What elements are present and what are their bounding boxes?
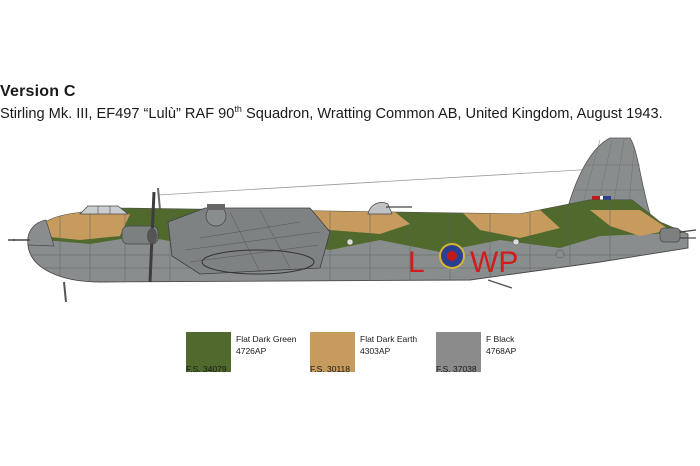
propeller-hub [147,228,157,244]
description-text-part1: Stirling Mk. III, EF497 “Lulù” RAF 90 [0,106,235,122]
fs-code-2: F.S. 37038 [436,364,477,374]
description-superscript: th [234,104,242,114]
code-letter-left: L [408,246,425,279]
cockpit-canopy [79,205,130,215]
swatch-2: F Black 4768AP [436,332,591,377]
camo-earth-patch-2 [300,208,410,234]
camo-earth-patch-3 [460,210,560,238]
aircraft-description: Stirling Mk. III, EF497 “Lulù” RAF 90th … [0,104,663,122]
antenna-wire [157,167,614,196]
rear-strut [487,279,513,289]
version-title: Version C [0,83,76,100]
color-chip-1 [310,332,355,372]
main-wheel [201,249,315,275]
tail-fin [565,137,651,215]
mid-upper-turret [367,202,393,215]
fs-code-1: F.S. 30118 [310,364,351,374]
fuselage-roundel-red [447,251,457,261]
antenna-mast [157,187,161,211]
color-name-2: F Black [486,334,515,344]
inner-nacelle [167,207,331,275]
swatch-0: Flat Dark Green 4726AP [186,332,341,377]
tail-turret [659,227,681,243]
code-letters-right: WP [470,246,518,279]
color-code-2: 4768AP [486,346,517,356]
color-name-1: Flat Dark Earth [360,334,418,344]
color-chip-0 [186,332,231,372]
front-strut [63,281,67,303]
color-name-0: Flat Dark Green [236,334,297,344]
swatch-1: Flat Dark Earth 4303AP [310,332,465,377]
color-code-1: 4303AP [360,346,391,356]
color-chip-2 [436,332,481,372]
fs-code-0: F.S. 34079 [186,364,227,374]
description-text-part2: Squadron, Wratting Common AB, United Kin… [241,106,663,122]
stirling-bomber-profile: L WP [8,137,697,303]
color-code-0: 4726AP [236,346,267,356]
